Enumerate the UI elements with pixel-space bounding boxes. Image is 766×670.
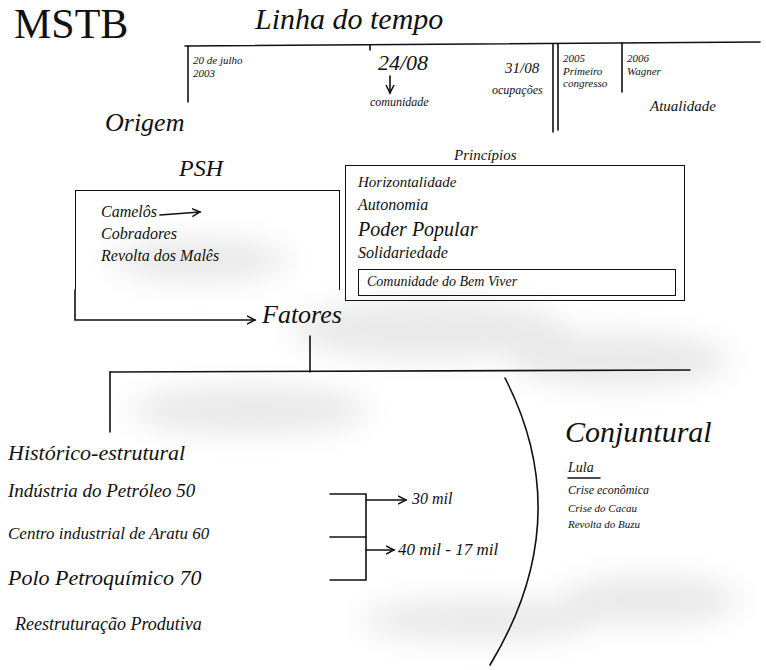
arrow	[160, 212, 200, 215]
note-label: Linha do tempo	[255, 2, 443, 37]
bracket	[330, 494, 366, 580]
box-item: Autonomia	[358, 196, 428, 214]
note-label: 40 mil - 17 mil	[398, 540, 498, 560]
note-label: 2005 Primeiro congresso	[563, 52, 619, 90]
arrow	[366, 549, 394, 551]
note-label: Crise econômica	[568, 484, 649, 498]
note-label: Reestruturação Produtiva	[15, 614, 202, 635]
box-heading: PSH	[176, 155, 226, 183]
note-label: 20 de julho 2003	[193, 54, 251, 79]
arrow	[389, 76, 391, 93]
group-box: PrincípiosHorizontalidadeAutonomiaPoder …	[345, 165, 685, 301]
note-label: Histórico-estrutural	[8, 440, 185, 465]
box-heading: Princípios	[451, 147, 520, 164]
note-label: Fatores	[262, 300, 342, 330]
note-label: Conjuntural	[565, 415, 712, 450]
note-label: 24/08	[378, 50, 428, 75]
note-label: 2006 Wagner	[627, 52, 679, 77]
bracket-line	[109, 372, 111, 432]
note-label: Atualidade	[650, 98, 716, 115]
divider-curve	[490, 378, 538, 665]
timeline-line	[185, 42, 760, 46]
note-label: Revolta do Buzu	[568, 518, 640, 531]
note-label: 31/08	[505, 60, 539, 77]
arrow	[366, 499, 406, 501]
box-item: Cobradores	[101, 225, 177, 243]
bracket	[330, 536, 366, 538]
timeline-tick	[369, 45, 371, 50]
box-item: Solidariedade	[358, 244, 448, 262]
arrow	[75, 290, 255, 320]
bracket-line	[110, 370, 690, 372]
box-item: Poder Popular	[358, 218, 477, 241]
timeline-tick	[187, 46, 189, 102]
timeline-tick	[621, 43, 623, 92]
note-label: 30 mil	[412, 490, 452, 508]
note-label: Indústria do Petróleo 50	[8, 480, 195, 502]
note-label: ocupações	[492, 84, 543, 98]
underline	[568, 477, 600, 479]
bracket-line	[309, 336, 311, 372]
group-box: PSHCamelôsCobradoresRevolta dos Malês	[75, 190, 340, 290]
note-label: Origem	[105, 108, 184, 138]
note-label: Polo Petroquímico 70	[8, 565, 202, 590]
note-label: Centro industrial de Aratu 60	[8, 524, 209, 544]
note-label: Lula	[568, 460, 594, 476]
title: MSTB	[14, 0, 128, 48]
box-item: Revolta dos Malês	[101, 247, 219, 265]
box-item: Horizontalidade	[358, 174, 456, 191]
note-label: Crise do Cacau	[568, 502, 637, 515]
timeline-tick	[553, 44, 558, 132]
box-item: Camelôs	[101, 203, 157, 221]
box-item: Comunidade do Bem Viver	[367, 274, 517, 290]
inner-box: Comunidade do Bem Viver	[358, 269, 676, 296]
note-label: comunidade	[370, 96, 429, 110]
